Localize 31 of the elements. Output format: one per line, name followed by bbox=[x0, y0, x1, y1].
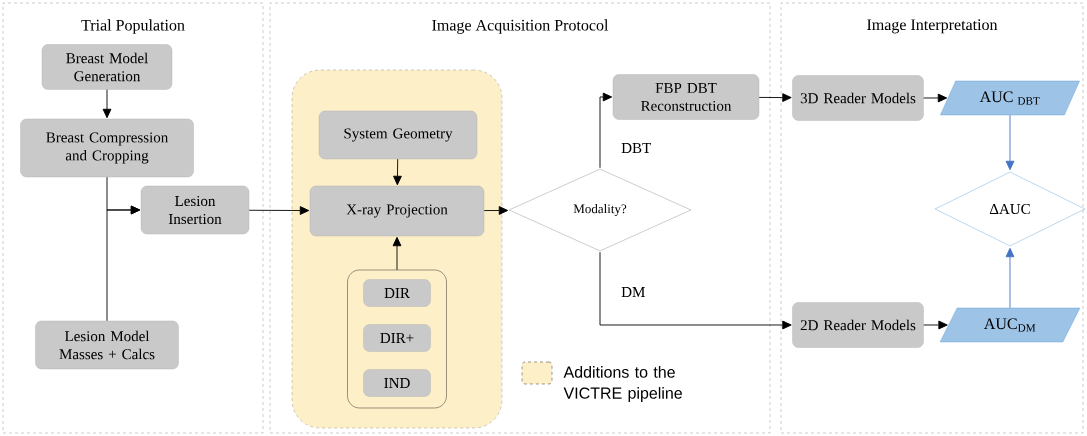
arrow bbox=[393, 158, 402, 186]
arrow bbox=[483, 206, 509, 215]
arrow bbox=[1005, 114, 1015, 171]
arrow bbox=[923, 93, 948, 103]
process-box: X-ray Projection bbox=[309, 185, 485, 237]
process-box: Breast Model Generation bbox=[41, 44, 173, 90]
option-group-box bbox=[347, 269, 447, 409]
process-box: IND bbox=[363, 369, 431, 397]
arrow bbox=[102, 89, 112, 119]
arrow bbox=[248, 206, 310, 215]
process-box: Lesion Insertion bbox=[140, 185, 250, 235]
process-box: Lesion Model Masses + Calcs bbox=[35, 320, 179, 370]
arrow bbox=[106, 205, 141, 322]
process-box: DIR+ bbox=[363, 324, 431, 352]
process-box: 2D Reader Models bbox=[792, 302, 924, 348]
process-box: Breast Compression and Cropping bbox=[20, 118, 194, 178]
process-box: FBP DBT Reconstruction bbox=[612, 74, 760, 120]
edge-label: DBT bbox=[620, 142, 653, 154]
process-box: System Geometry bbox=[318, 110, 478, 160]
arrow bbox=[1005, 247, 1015, 309]
arrow bbox=[758, 93, 792, 102]
arrow bbox=[599, 251, 792, 330]
legend-text: Additions to the VICTRE pipeline bbox=[563, 366, 682, 402]
data-parallelogram: AUC$_{DM}$ bbox=[939, 307, 1081, 343]
edge-label: DM bbox=[620, 286, 647, 298]
process-box: 3D Reader Models bbox=[792, 75, 924, 121]
arrow bbox=[923, 320, 948, 330]
arrow bbox=[392, 236, 402, 271]
arrow bbox=[599, 92, 613, 169]
data-parallelogram: AUC $_{DBT}$ bbox=[940, 80, 1080, 116]
process-box: DIR bbox=[363, 279, 431, 307]
